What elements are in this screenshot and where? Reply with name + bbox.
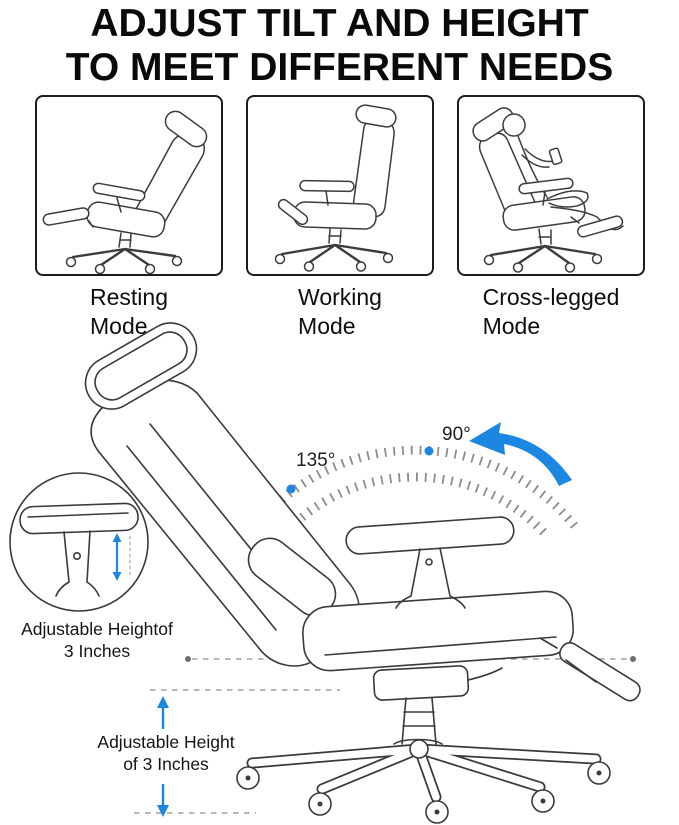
seat-seam <box>324 636 557 656</box>
base-hub <box>409 739 429 759</box>
tilt-dot-135 <box>286 484 296 494</box>
resting-chair-illustration <box>42 110 208 274</box>
base <box>280 243 388 264</box>
footrest-links <box>539 637 597 683</box>
tilt-arc-inner <box>285 472 551 540</box>
title-line-2: TO MEET DIFFERENT NEEDS <box>65 45 614 89</box>
tilt-mechanism <box>372 665 470 701</box>
inset-circle <box>9 472 149 612</box>
inset-armrest-pad <box>19 502 139 535</box>
seat-height-callout-line-2: of 3 Inches <box>123 753 209 774</box>
working-mode-frame <box>246 95 434 276</box>
armrest <box>518 177 574 195</box>
caster-hubs <box>245 770 602 815</box>
base-legs <box>246 743 602 803</box>
cross-legged-mode-frame <box>457 95 645 276</box>
inset-screw <box>73 551 82 560</box>
armrest-callout-line-2: 3 Inches <box>63 640 131 661</box>
legrest <box>42 207 90 226</box>
mode-card-cross-legged: Cross-legged Mode <box>457 95 645 340</box>
armrest-adjust-arrow-heads <box>112 533 122 581</box>
gas-lift <box>118 232 132 248</box>
guide-dot-right <box>630 656 636 662</box>
armrest-callout: Adjustable Heightof 3 Inches <box>6 619 188 663</box>
cross-legged-illustration <box>472 107 624 273</box>
mode-caption-resting: Resting Mode <box>90 284 168 339</box>
seated-person <box>502 113 624 231</box>
backrest-seams <box>126 423 301 631</box>
armrest <box>299 179 355 193</box>
tilt-arc-outer <box>259 445 581 532</box>
armrest-inset <box>9 472 149 612</box>
lumbar-pillow <box>247 537 337 617</box>
mode-card-resting: Resting Mode <box>35 95 223 340</box>
legrest <box>577 215 624 238</box>
backrest <box>352 118 395 218</box>
resting-mode-frame <box>35 95 223 276</box>
page-title: ADJUST TILT AND HEIGHT TO MEET DIFFERENT… <box>0 2 679 89</box>
phone <box>548 147 563 166</box>
mode-gallery: Resting Mode <box>35 95 645 340</box>
person-arms <box>521 148 555 168</box>
armrest <box>345 516 515 555</box>
seat <box>302 590 574 672</box>
person-crossed-leg <box>546 190 589 208</box>
armrest-callout-line-1: Adjustable Heightof <box>21 619 173 639</box>
gas-lift <box>538 228 552 245</box>
working-chair-illustration <box>274 104 397 272</box>
seat <box>502 196 586 231</box>
armrest-post <box>116 197 122 213</box>
casters <box>236 761 611 824</box>
person-head <box>502 113 526 137</box>
inset-armrest-post <box>55 530 100 597</box>
tilt-lever <box>467 667 503 681</box>
mode-caption-working: Working Mode <box>298 284 382 339</box>
angle-label-90: 90° <box>442 424 471 445</box>
footrest <box>559 642 641 702</box>
base <box>489 244 597 265</box>
armrest-post <box>542 191 546 206</box>
headrest <box>355 104 397 128</box>
legrest-link <box>570 216 580 224</box>
casters <box>65 255 183 274</box>
footrest-tucked <box>277 198 309 226</box>
armrest-bolt <box>425 558 433 566</box>
mode-caption-cross-legged: Cross-legged Mode <box>482 284 620 339</box>
armrest-post <box>325 190 329 206</box>
headrest <box>164 110 208 148</box>
armrest-post <box>395 547 466 609</box>
casters <box>483 253 603 273</box>
title-line-1: ADJUST TILT AND HEIGHT <box>90 2 589 45</box>
headrest <box>472 107 515 142</box>
angle-label-135: 135° <box>296 450 335 471</box>
tilt-dot-90 <box>424 446 434 456</box>
mode-card-working: Working Mode <box>246 95 434 340</box>
tilt-rotation-arrow <box>469 422 572 486</box>
casters <box>274 252 394 272</box>
gas-lift <box>393 697 443 745</box>
gas-lift <box>328 228 342 244</box>
base <box>71 247 177 267</box>
base-legs-fill <box>248 745 600 801</box>
armrest <box>92 182 146 202</box>
seat-height-callout: Adjustable Height of 3 Inches <box>86 732 246 776</box>
inset-pad-seam <box>27 512 129 518</box>
legrest-link <box>88 220 94 228</box>
seat-height-callout-line-1: Adjustable Height <box>97 732 235 752</box>
